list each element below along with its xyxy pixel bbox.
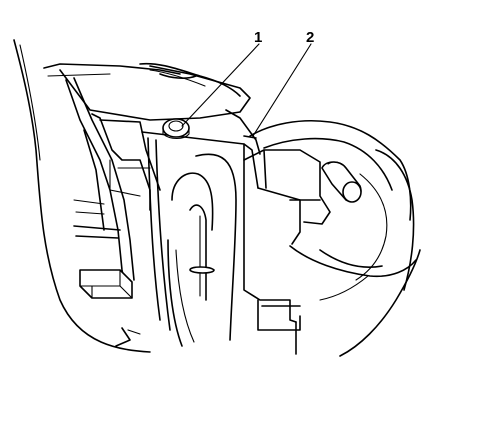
lower-left-block <box>79 269 141 347</box>
knob <box>321 161 362 203</box>
callout-1-label: 1 <box>254 29 262 46</box>
callout-leaders <box>181 43 312 137</box>
callout-1-leader <box>181 43 260 127</box>
outer-housing <box>13 39 181 353</box>
callout-2-label: 2 <box>306 29 314 46</box>
ribbed-section <box>65 77 161 291</box>
trim-panel <box>249 119 421 357</box>
column-housing <box>141 131 301 347</box>
fastener-bolt <box>162 118 190 140</box>
mount-block <box>243 149 331 355</box>
callout-2-leader <box>252 43 312 137</box>
cover-plate-rail <box>225 109 261 155</box>
upper-bracket <box>59 62 251 121</box>
